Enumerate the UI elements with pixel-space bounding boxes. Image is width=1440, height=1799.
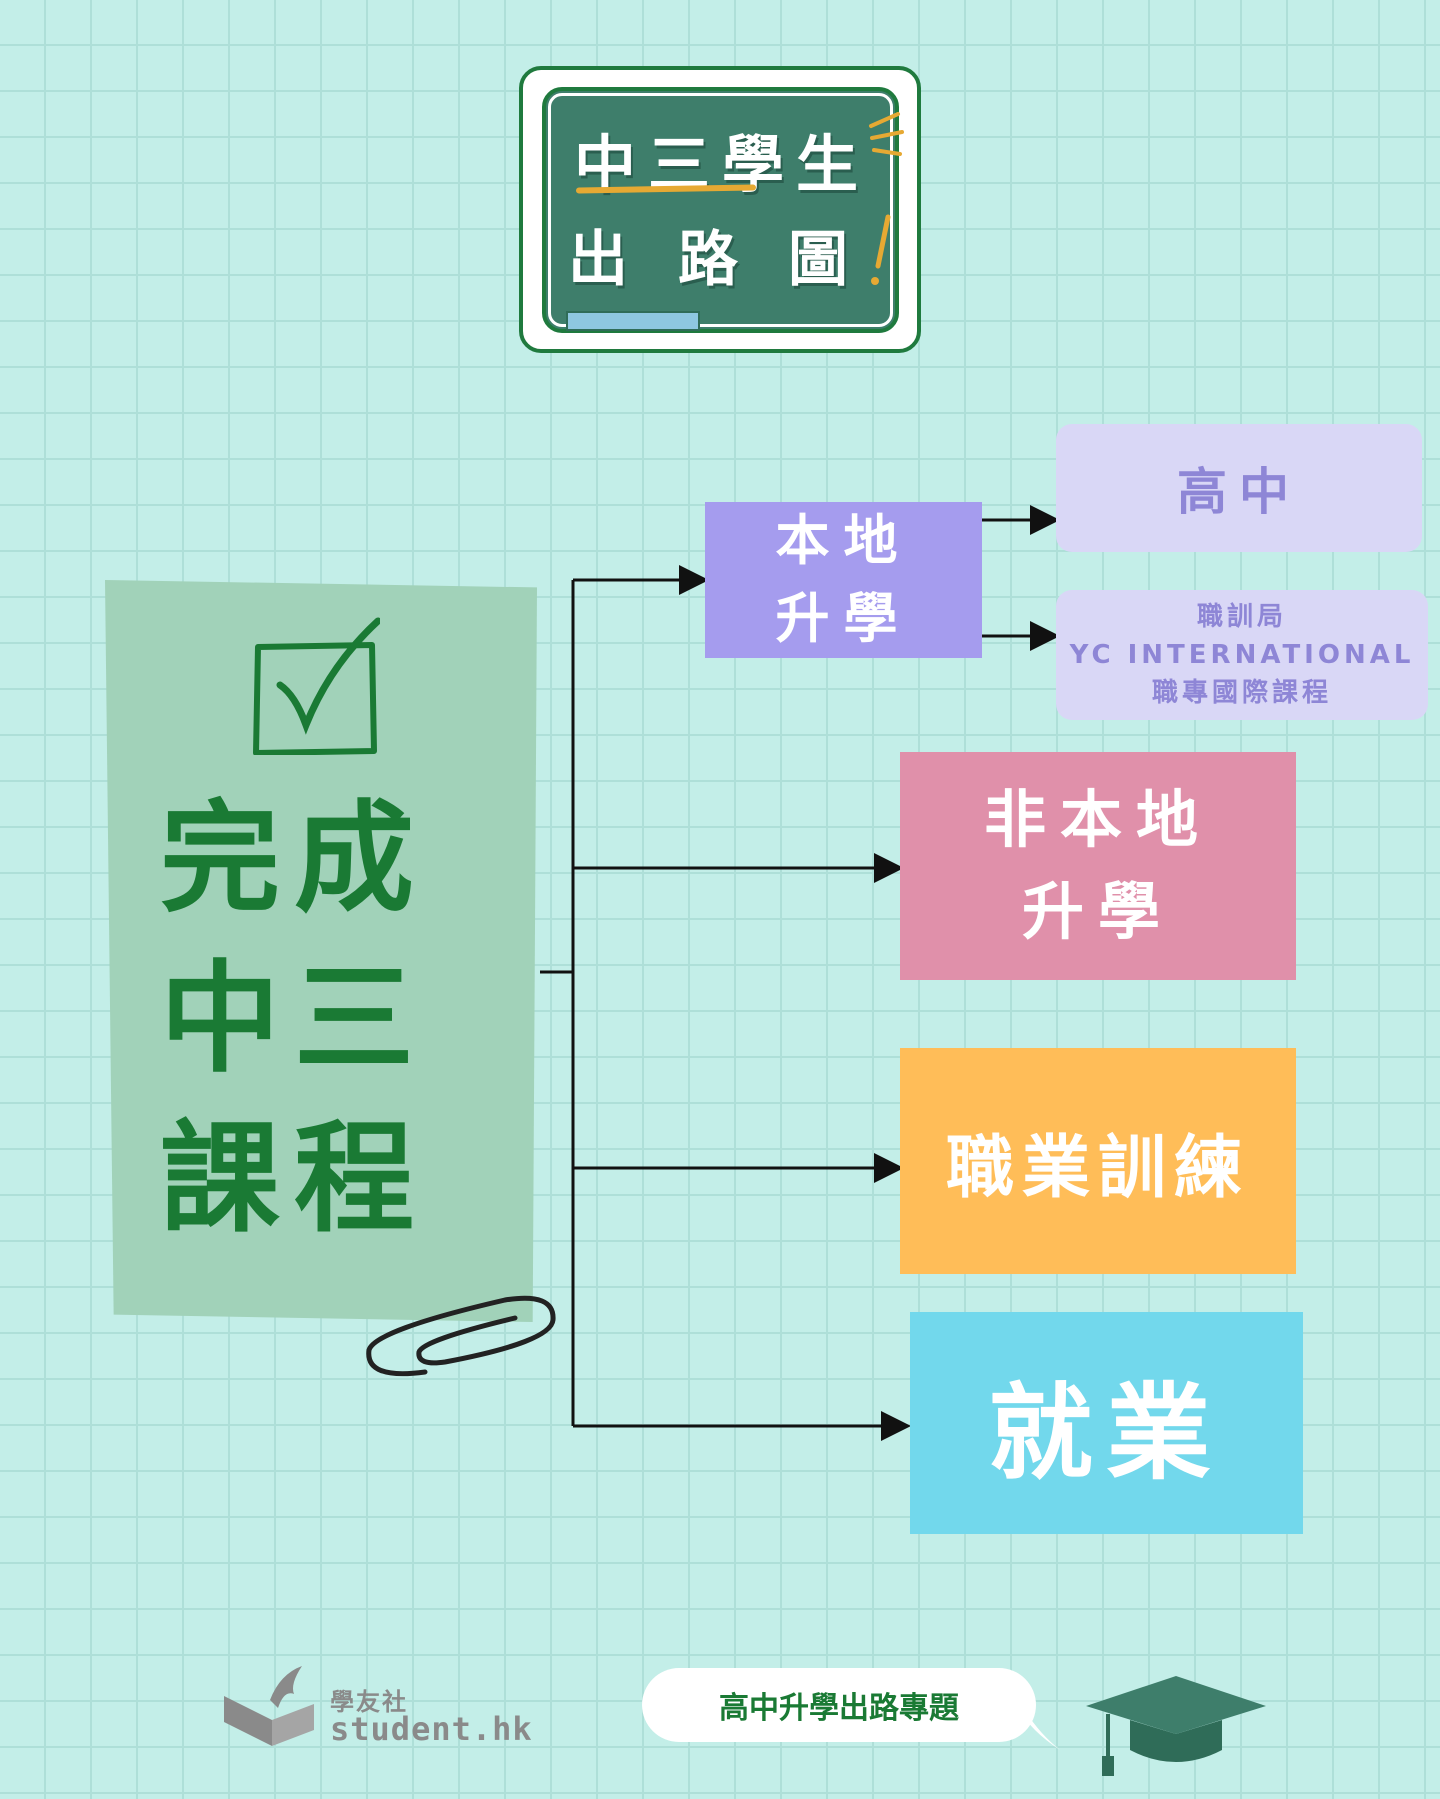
exclaim-icon [871, 214, 891, 285]
topic-bubble: 高中升學出路專題 [642, 1668, 1036, 1742]
option-label: 非本地 [983, 783, 1212, 856]
spark-icon [869, 112, 904, 156]
sub-option-high-school: 高中 [1056, 424, 1422, 552]
paperclip-icon [366, 1295, 556, 1377]
topic-bubble-text: 高中升學出路專題 [719, 1691, 959, 1726]
option-label: 就業 [988, 1371, 1225, 1494]
sub-option-label: 職訓局 [1196, 602, 1287, 632]
main-line: 中三 [160, 950, 428, 1089]
sub-option-vtc: 職訓局 YC INTERNATIONAL 職專國際課程 [1056, 590, 1428, 720]
sub-option-label: YC INTERNATIONAL [1069, 640, 1415, 670]
graduation-cap-icon [1086, 1676, 1266, 1776]
option-local-study: 本地 升學 [705, 502, 982, 658]
chalk-tray [566, 311, 700, 331]
logo-text-cn: 學友社 [330, 1688, 408, 1716]
sub-option-label: 職專國際課程 [1151, 678, 1332, 708]
main-text: 完成 中三 課程 [160, 780, 500, 1260]
main-line: 課程 [160, 1110, 428, 1249]
option-label: 升學 [775, 587, 912, 650]
bubble-tail [1020, 1710, 1060, 1750]
option-employment: 就業 [910, 1312, 1303, 1534]
option-vocational-training: 職業訓練 [900, 1048, 1296, 1274]
title-line-2: 出路圖 [568, 225, 898, 295]
main-box [105, 580, 537, 1322]
option-label: 升學 [1021, 875, 1174, 948]
sub-option-label: 高中 [1177, 463, 1301, 521]
option-non-local-study: 非本地 升學 [900, 752, 1296, 980]
title-chalkboard: 中三學生 出路圖 [542, 87, 904, 333]
option-label: 職業訓練 [945, 1128, 1250, 1208]
main-line: 完成 [160, 790, 428, 929]
logo-icon [224, 1666, 314, 1746]
logo-text-en: student.hk [330, 1710, 533, 1748]
check-icon [253, 617, 380, 755]
option-label: 本地 [775, 509, 912, 572]
